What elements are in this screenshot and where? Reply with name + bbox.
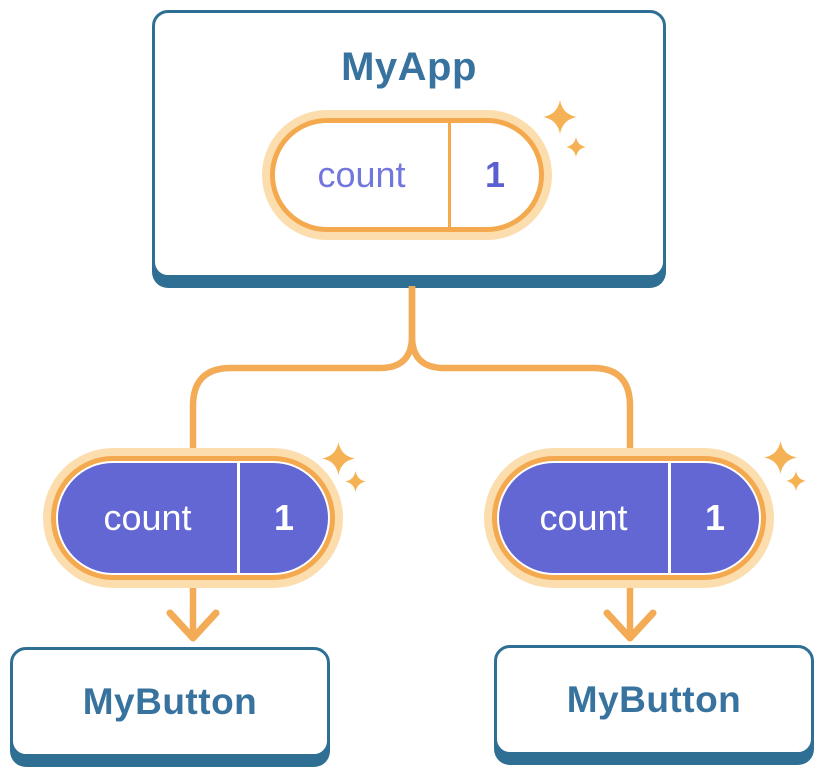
arrow-down-icon <box>166 609 220 642</box>
state-pill-right: count 1 <box>484 448 774 588</box>
state-pill-ring: count 1 <box>270 118 544 232</box>
sparkle-icon <box>764 441 797 474</box>
state-value: 1 <box>704 497 726 538</box>
sparkle-icon <box>566 137 586 157</box>
pill-divider <box>668 463 671 573</box>
state-pill-body: count 1 <box>58 463 328 573</box>
state-pill-ring: count 1 <box>51 456 335 580</box>
node-title: MyButton <box>566 679 742 720</box>
pill-divider <box>448 123 451 227</box>
state-pill-root: count 1 <box>262 110 552 240</box>
state-pill-ring: count 1 <box>492 456 766 580</box>
state-pill-left: count 1 <box>43 448 343 588</box>
mybutton-node-left: MyButton <box>10 647 330 757</box>
state-name: count <box>317 154 406 195</box>
sparkle-icon <box>345 471 366 492</box>
sparkle-icon <box>786 471 806 491</box>
state-name: count <box>103 497 192 538</box>
mybutton-node-right: MyButton <box>494 645 814 755</box>
sparkle-icon <box>322 442 355 475</box>
node-title: MyApp <box>341 45 477 89</box>
state-value: 1 <box>273 497 295 538</box>
branch-line-right <box>408 286 634 634</box>
arrow-down-icon <box>603 609 657 642</box>
pill-divider <box>237 463 240 573</box>
sparkle-icon <box>543 100 577 134</box>
state-pill-body: count 1 <box>499 463 759 573</box>
state-pill-body: count 1 <box>275 123 539 227</box>
state-name: count <box>539 497 628 538</box>
node-title: MyButton <box>82 681 258 722</box>
branch-line-left <box>189 286 416 634</box>
state-value: 1 <box>484 154 506 195</box>
